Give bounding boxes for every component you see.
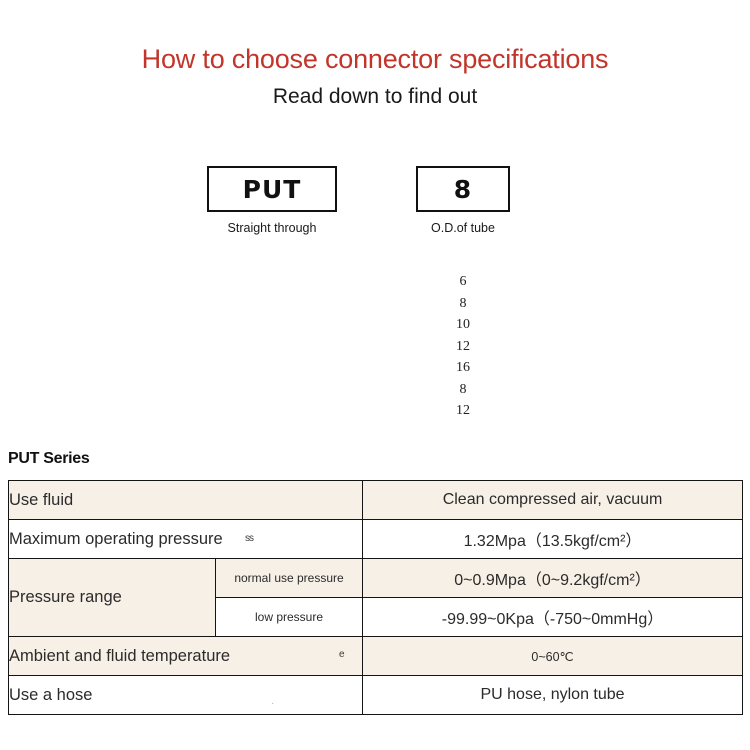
list-item: 6 <box>459 274 467 289</box>
row-label: Maximum operating pressure ss <box>7 519 364 559</box>
row-label: Use fluid <box>7 480 364 520</box>
header-block: How to choose connector specifications R… <box>0 44 750 109</box>
series-code-text: PUT <box>242 174 302 204</box>
series-code-caption: Straight through <box>227 221 317 235</box>
row-label-text: Maximum operating pressure <box>9 529 223 548</box>
list-item: 12 <box>456 403 470 418</box>
row-label-text: Use a hose <box>9 685 93 704</box>
row-label-text: Ambient and fluid temperature <box>9 646 231 665</box>
row-sub-label: normal use pressure <box>214 558 364 598</box>
tube-size-text: 8 <box>453 174 473 204</box>
scan-artifact-stray: e <box>339 649 345 660</box>
spec-table: Use fluid Clean compressed air, vacuum M… <box>7 480 744 715</box>
table-row: Use a hose · PU hose, nylon tube <box>7 675 744 715</box>
row-label-pressure-range: Pressure range <box>8 558 216 637</box>
table-row: Pressure range normal use pressure 0~0.9… <box>8 558 744 637</box>
table-row: Maximum operating pressure ss 1.32Mpa（13… <box>7 519 744 559</box>
row-value: -99.99~0Kpa（-750~0mmHg） <box>362 597 744 637</box>
list-item: 16 <box>456 360 470 375</box>
tube-size-box: 8 <box>416 166 510 212</box>
row-value: 1.32Mpa（13.5kgf/cm²） <box>362 519 744 559</box>
row-label: Use a hose · <box>7 675 364 715</box>
series-code-box: PUT <box>207 166 337 212</box>
row-label: Ambient and fluid temperature e <box>7 636 364 676</box>
row-value: 0~60℃ <box>362 636 744 676</box>
table-row: Ambient and fluid temperature e 0~60℃ <box>7 636 744 676</box>
list-item: 10 <box>456 317 470 332</box>
table-row: Use fluid Clean compressed air, vacuum <box>7 480 744 520</box>
scan-artifact-speck: · <box>271 698 275 709</box>
row-value: Clean compressed air, vacuum <box>362 480 744 520</box>
list-item: 12 <box>456 338 470 354</box>
list-item: 8 <box>459 295 467 311</box>
spec-table-heading: PUT Series <box>8 450 90 467</box>
page-title: How to choose connector specifications <box>141 44 609 74</box>
page-subtitle: Read down to find out <box>272 85 478 109</box>
tube-size-caption: O.D.of tube <box>431 221 495 235</box>
scan-artifact-overlap: ss <box>245 533 254 544</box>
table-row: low pressure -99.99~0Kpa（-750~0mmHg） <box>9 597 744 637</box>
list-item: 8 <box>459 381 467 397</box>
tube-size-option-list: 6 8 10 12 16 8 12 <box>416 271 510 422</box>
row-value: 0~0.9Mpa（0~9.2kgf/cm²） <box>362 558 744 598</box>
row-value: PU hose, nylon tube <box>362 675 744 715</box>
row-sub-label: low pressure <box>214 597 364 637</box>
